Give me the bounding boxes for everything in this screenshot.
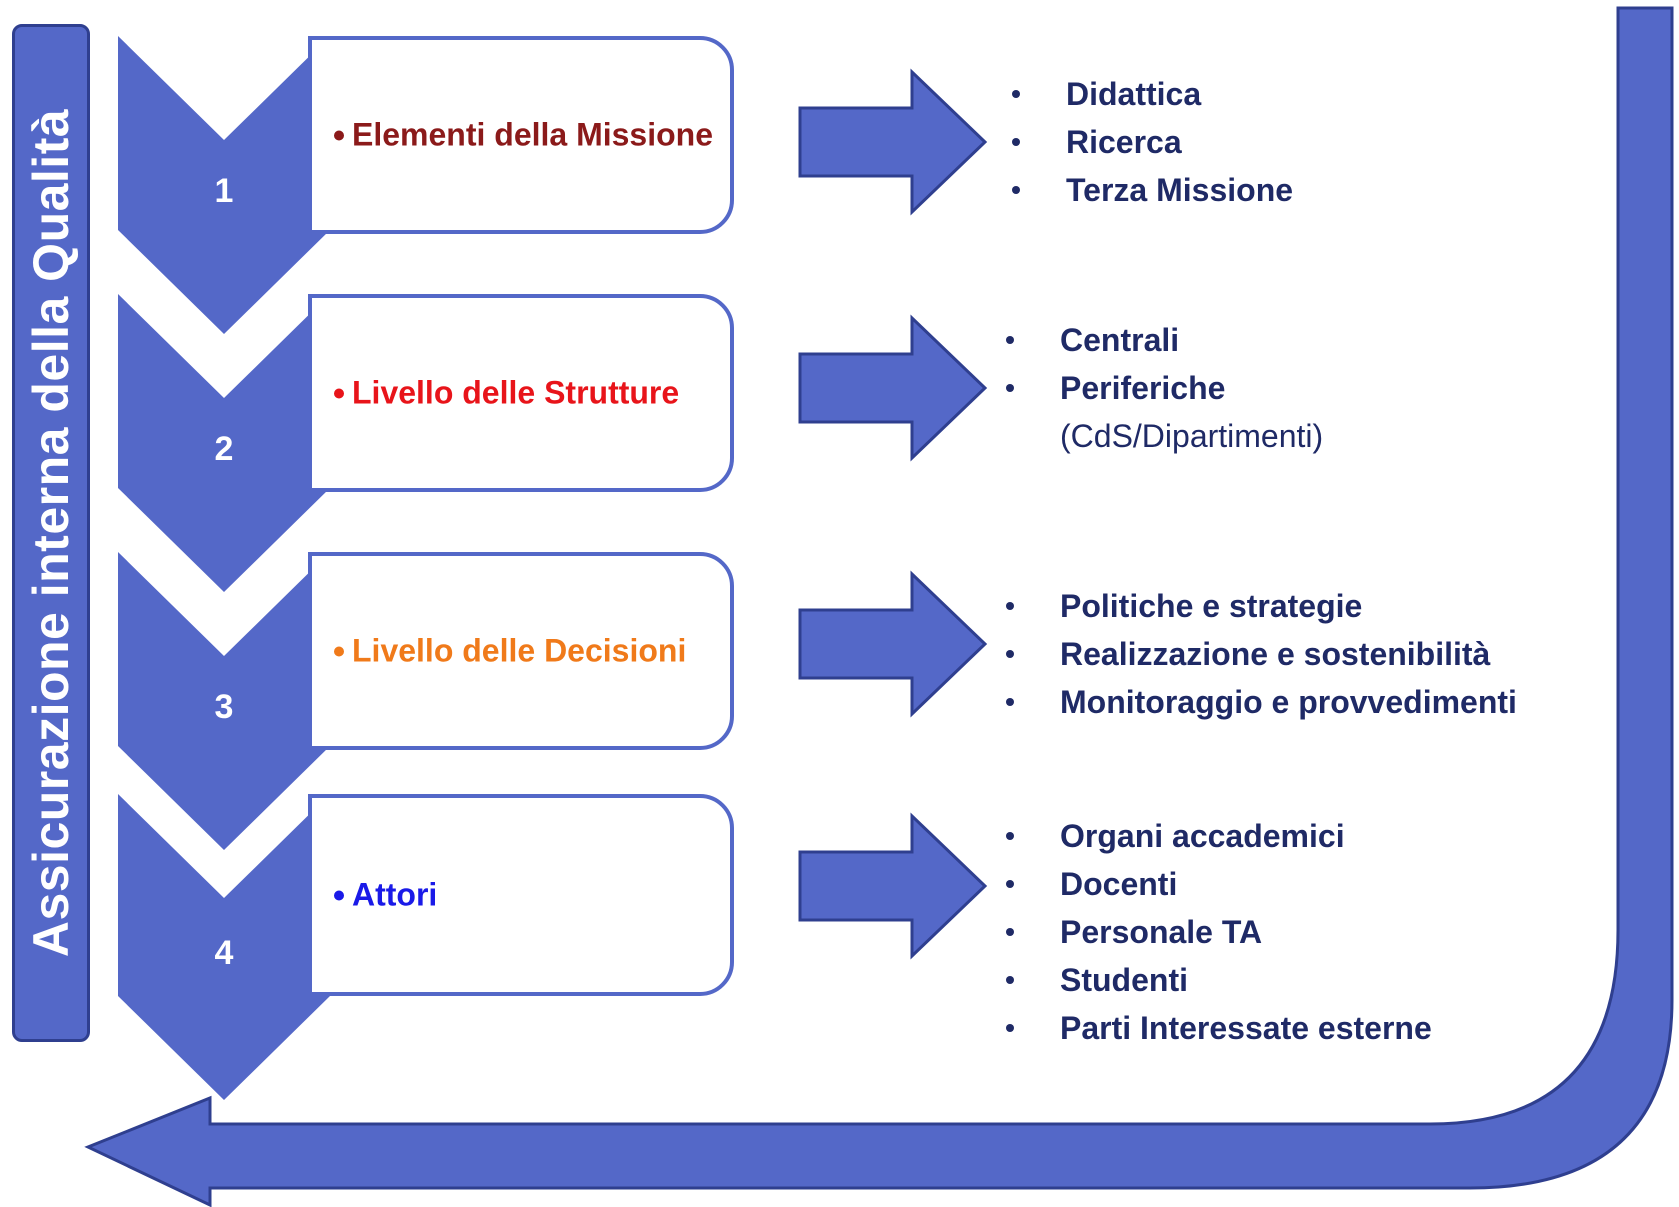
- step-2-label: Livello delle Strutture: [334, 375, 679, 412]
- chevron-1: [118, 36, 330, 334]
- step-1-label: Elementi della Missione: [334, 117, 713, 154]
- bullet-dot: [334, 890, 344, 900]
- arrow-1: [798, 68, 988, 216]
- step-4-label-text: Attori: [352, 876, 438, 913]
- arrow-2: [798, 314, 988, 462]
- list-item: Centrali: [1006, 316, 1323, 364]
- step-2-label-text: Livello delle Strutture: [352, 374, 680, 411]
- list-item: Studenti: [1006, 956, 1432, 1004]
- list-item: Monitoraggio e provvedimenti: [1006, 678, 1517, 726]
- chevron-3: [118, 552, 330, 850]
- step-3-label-text: Livello delle Decisioni: [352, 632, 687, 669]
- vertical-title: Assicurazione interna della Qualità: [23, 108, 79, 958]
- step-1-number: 1: [214, 172, 234, 210]
- arrow-4: [798, 812, 988, 960]
- vertical-title-bar: Assicurazione interna della Qualità: [12, 24, 90, 1042]
- step-3-items: Politiche e strategie Realizzazione e so…: [1006, 582, 1517, 726]
- bullet-dot: [334, 130, 344, 140]
- step-3-box: Livello delle Decisioni: [308, 552, 734, 750]
- list-item: Ricerca: [1012, 118, 1293, 166]
- list-item: Parti Interessate esterne: [1006, 1004, 1432, 1052]
- step-4-items: Organi accademici Docenti Personale TA S…: [1006, 812, 1432, 1052]
- list-item: Personale TA: [1006, 908, 1432, 956]
- bullet-dot: [334, 388, 344, 398]
- list-item: Terza Missione: [1012, 166, 1293, 214]
- requirements-label: FORMULAZIONE DEI REQUISITI: [483, 1062, 1017, 1100]
- list-item: Realizzazione e sostenibilità: [1006, 630, 1517, 678]
- list-item: Organi accademici: [1006, 812, 1432, 860]
- step-1-label-text: Elementi della Missione: [352, 116, 713, 153]
- list-item: Periferiche: [1006, 364, 1323, 412]
- step-2-items: Centrali Periferiche (CdS/Dipartimenti): [1006, 316, 1323, 460]
- list-item: Didattica: [1012, 70, 1293, 118]
- step-1-items: Didattica Ricerca Terza Missione: [1012, 70, 1293, 214]
- step-3-number: 3: [214, 688, 234, 726]
- chevron-2: [118, 294, 330, 592]
- return-arrow: [84, 6, 1674, 1207]
- list-item: Docenti: [1006, 860, 1432, 908]
- step-3-label: Livello delle Decisioni: [334, 633, 686, 670]
- step-1-box: Elementi della Missione: [308, 36, 734, 234]
- step-4-box: Attori: [308, 794, 734, 996]
- step-2-note: (CdS/Dipartimenti): [1060, 418, 1324, 454]
- bullet-dot: [334, 646, 344, 656]
- step-2-box: Livello delle Strutture: [308, 294, 734, 492]
- step-4-label: Attori: [334, 877, 437, 914]
- chevron-4: [118, 794, 330, 1100]
- step-2-number: 2: [214, 430, 234, 468]
- step-4-number: 4: [214, 934, 234, 972]
- list-item: Politiche e strategie: [1006, 582, 1517, 630]
- arrow-3: [798, 570, 988, 718]
